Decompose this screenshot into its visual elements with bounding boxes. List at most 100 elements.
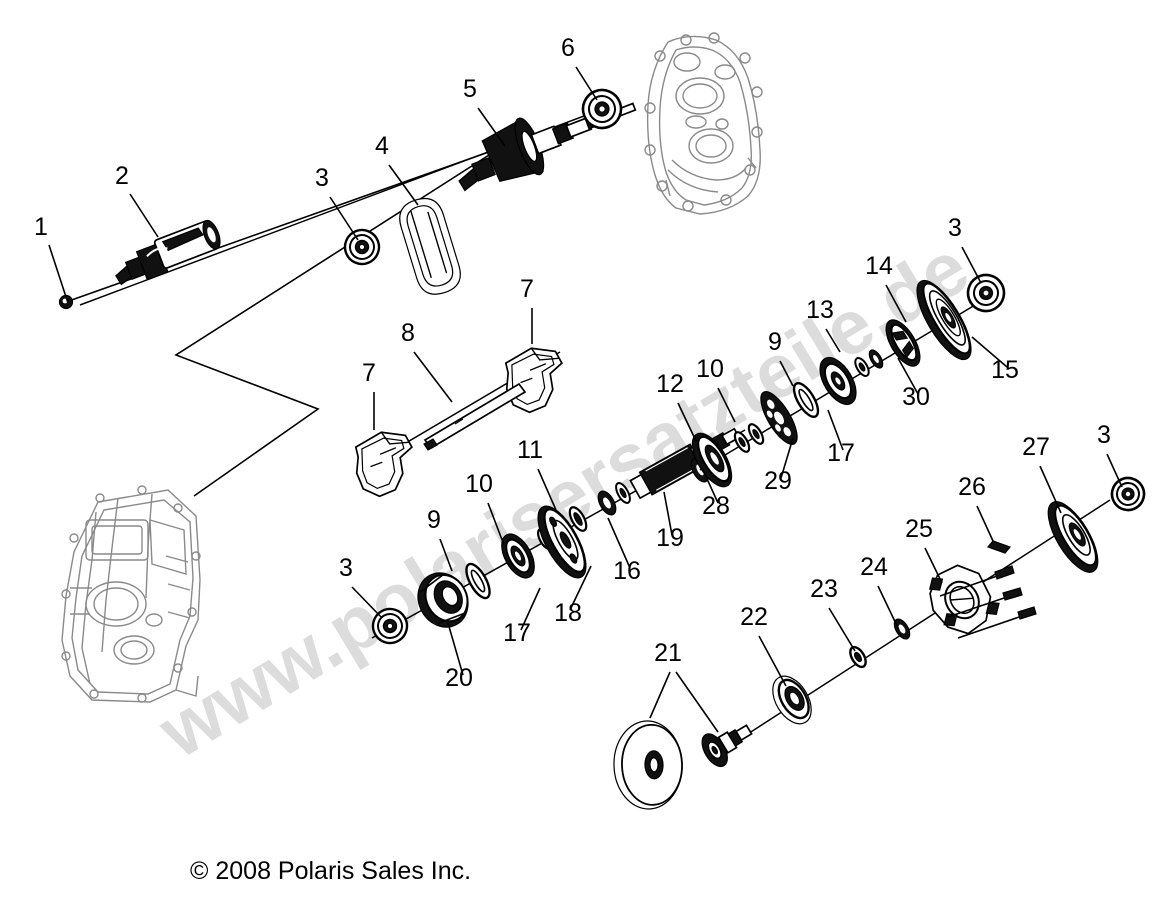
callout-leader-5 bbox=[477, 107, 506, 147]
part-23-washer bbox=[849, 645, 867, 669]
callout-leader-4 bbox=[388, 164, 419, 206]
callout-leader-6 bbox=[575, 66, 598, 101]
callout-number-11: 11 bbox=[517, 436, 543, 464]
part-25-differential-carrier bbox=[929, 564, 1000, 635]
part-26-bolts bbox=[939, 540, 1037, 639]
callout-leader-25 bbox=[924, 547, 943, 584]
callout-leader-19 bbox=[663, 491, 673, 536]
part-2-shift-shaft bbox=[115, 219, 221, 286]
part-3-bearing-a bbox=[338, 223, 386, 271]
callout-leader-17a bbox=[520, 587, 541, 631]
callout-leader-17b bbox=[827, 409, 844, 451]
part-24-washer bbox=[893, 618, 911, 640]
callout-number-7b: 7 bbox=[520, 275, 534, 303]
callout-leader-9b bbox=[779, 360, 794, 387]
callout-number-13: 13 bbox=[806, 296, 834, 324]
part-20-hub-carrier bbox=[417, 572, 469, 628]
copyright-notice: © 2008 Polaris Sales Inc. bbox=[190, 857, 472, 885]
shift-fork-assembly bbox=[354, 347, 563, 498]
part-12-gear bbox=[691, 432, 733, 488]
callout-number-21: 21 bbox=[654, 639, 682, 667]
callout-number-3b: 3 bbox=[948, 214, 962, 242]
callout-number-26: 26 bbox=[958, 473, 986, 501]
callout-number-1: 1 bbox=[34, 213, 48, 241]
callout-leader-8 bbox=[413, 351, 453, 403]
gearcase-cover-ghost bbox=[644, 32, 763, 215]
callout-number-27: 27 bbox=[1022, 433, 1050, 461]
part-29-splined-hub bbox=[760, 391, 798, 445]
callout-leader-3a bbox=[329, 196, 359, 241]
watermark-text: www.polarisersatzteile.de bbox=[144, 225, 983, 776]
callout-leader-3b bbox=[961, 246, 982, 284]
part-3-bearing-d bbox=[1110, 476, 1146, 512]
callout-number-16: 16 bbox=[613, 557, 641, 585]
part-16-collar bbox=[597, 490, 617, 516]
callout-leader-21 bbox=[649, 671, 671, 719]
callout-number-3c: 3 bbox=[339, 554, 353, 582]
callout-number-24: 24 bbox=[860, 553, 888, 581]
callout-leader-28 bbox=[702, 469, 719, 504]
callout-number-25: 25 bbox=[905, 515, 933, 543]
callout-leader-1 bbox=[48, 244, 69, 304]
part-30-dog-coupler bbox=[885, 319, 921, 367]
part-10-washer-b bbox=[733, 431, 751, 453]
part-7-shift-fork-right bbox=[504, 347, 563, 414]
callout-leader-27 bbox=[1039, 465, 1062, 514]
callout-number-12: 12 bbox=[656, 370, 684, 398]
callout-number-23: 23 bbox=[810, 575, 838, 603]
callout-number-9b: 9 bbox=[768, 328, 782, 356]
callout-leader-3c bbox=[351, 586, 383, 619]
part-17-bearing-a bbox=[501, 533, 535, 579]
callout-leader-10a bbox=[487, 502, 505, 546]
callout-leader-15 bbox=[971, 336, 1008, 368]
callout-leader-23 bbox=[828, 607, 856, 652]
callout-leader-30 bbox=[897, 357, 919, 395]
callout-leader-9a bbox=[439, 538, 453, 572]
callout-leader-13 bbox=[825, 328, 841, 353]
part-18-spacer bbox=[568, 506, 588, 532]
callout-number-10a: 10 bbox=[465, 470, 493, 498]
callout-number-19: 19 bbox=[656, 524, 684, 552]
callout-leader-12 bbox=[677, 402, 697, 442]
part-4-retaining-clip bbox=[399, 197, 461, 295]
callout-leader-21b bbox=[675, 671, 719, 733]
part-7-shift-fork-left bbox=[354, 431, 413, 498]
callout-number-9a: 9 bbox=[427, 506, 441, 534]
callout-number-17a: 17 bbox=[503, 619, 531, 647]
part-9-snap-ring-b bbox=[792, 382, 820, 418]
callout-number-14: 14 bbox=[865, 252, 893, 280]
callout-leader-22 bbox=[758, 635, 787, 687]
callout-number-30: 30 bbox=[902, 383, 930, 411]
callout-leader-3d bbox=[1106, 453, 1123, 488]
part-22-bearing bbox=[772, 675, 812, 725]
watermark: www.polarisersatzteile.de bbox=[144, 225, 983, 776]
callout-number-6: 6 bbox=[561, 34, 575, 62]
callout-leader-26 bbox=[976, 505, 994, 542]
part-11-driven-gear bbox=[537, 505, 587, 579]
callout-number-10b: 10 bbox=[696, 355, 724, 383]
callout-leader-2 bbox=[129, 193, 159, 238]
callout-number-22: 22 bbox=[740, 603, 768, 631]
part-6-bearing bbox=[581, 88, 623, 130]
callout-leader-10b bbox=[717, 387, 736, 423]
gear-stack-upper-right bbox=[691, 273, 1006, 488]
callout-number-5: 5 bbox=[463, 75, 477, 103]
callout-number-7a: 7 bbox=[362, 359, 376, 387]
callout-number-17b: 17 bbox=[827, 439, 855, 467]
callout-leader-16 bbox=[607, 517, 631, 569]
callout-leader-18 bbox=[569, 565, 592, 611]
part-9-snap-ring-a bbox=[465, 562, 491, 600]
part-3-bearing-b bbox=[966, 273, 1006, 313]
callout-number-2: 2 bbox=[115, 162, 129, 190]
part-13-washer bbox=[854, 357, 870, 377]
callout-number-29: 29 bbox=[764, 467, 792, 495]
part-21-brake-disc bbox=[613, 720, 683, 810]
gearcase-housing-ghost bbox=[61, 485, 201, 703]
part-17-bearing-b bbox=[819, 356, 857, 406]
output-shaft-assembly bbox=[613, 476, 1146, 810]
callout-number-8: 8 bbox=[401, 319, 415, 347]
callout-number-20: 20 bbox=[445, 664, 473, 692]
callout-number-3d: 3 bbox=[1097, 421, 1111, 449]
